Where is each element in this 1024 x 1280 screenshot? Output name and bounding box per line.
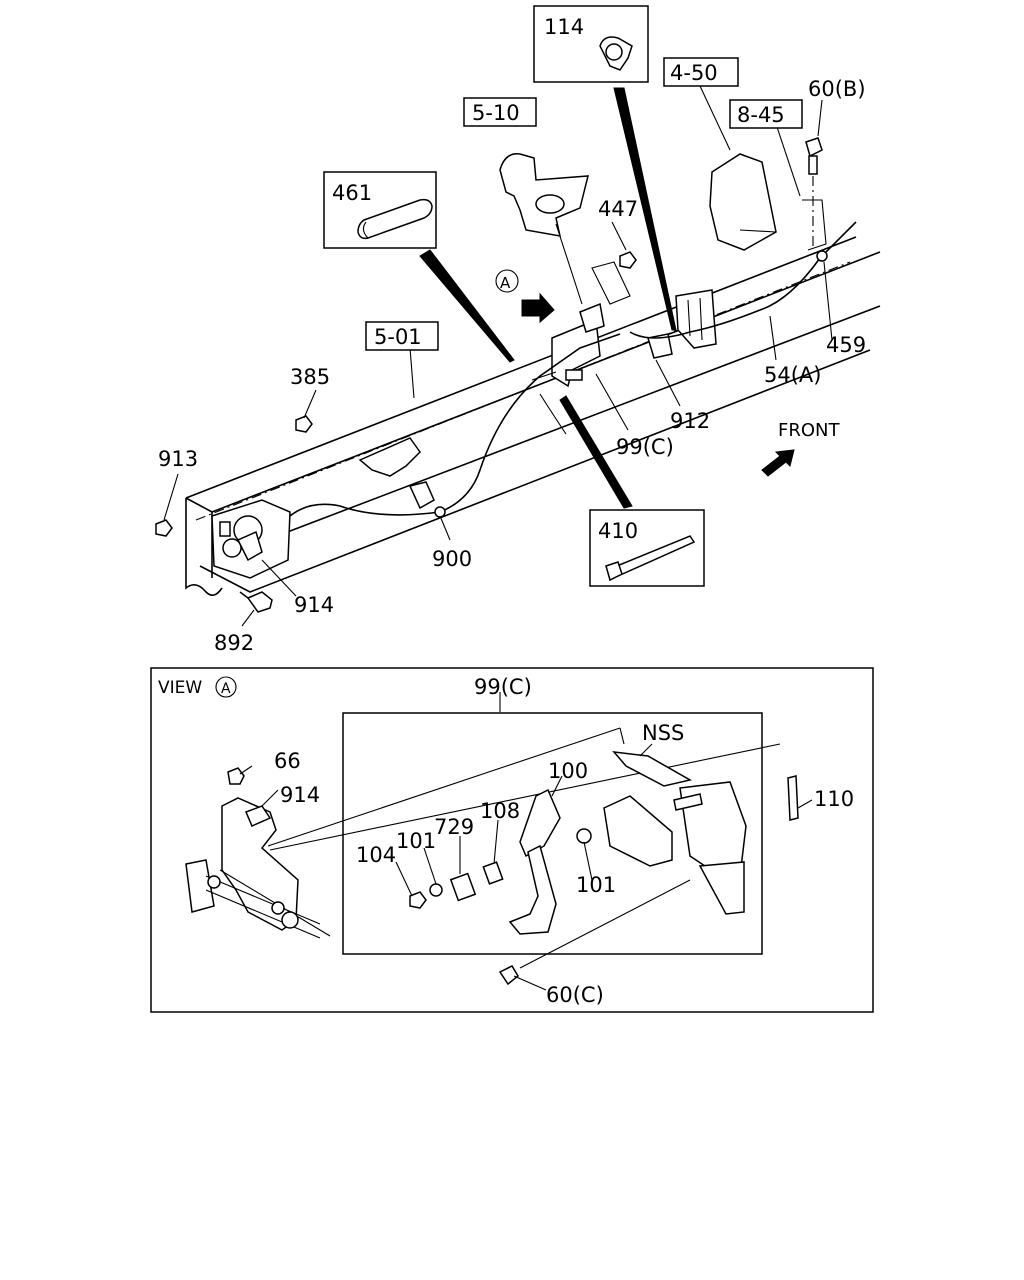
label-5-10: 5-10 [472, 101, 520, 125]
ref-box-5-10 [463, 97, 537, 127]
label-100: 100 [548, 759, 588, 783]
label-410: 410 [598, 519, 638, 543]
label-447: 447 [598, 197, 638, 221]
label-101-right: 101 [576, 873, 616, 897]
label-104: 104 [356, 843, 396, 867]
detail-pointers [419, 87, 677, 509]
view-a-title: VIEW [158, 678, 202, 698]
label-459: 459 [826, 333, 866, 357]
label-101-left: 101 [396, 829, 436, 853]
view-a-panel: VIEW A [150, 667, 874, 1013]
label-912: 912 [670, 409, 710, 433]
detail-410 [589, 509, 705, 587]
label-461: 461 [332, 181, 372, 205]
label-900: 900 [432, 547, 472, 571]
view-a-arrow [495, 269, 555, 324]
ref-box-8-45 [729, 99, 803, 129]
label-60c: 60(C) [546, 983, 604, 1007]
label-99c-upper: 99(C) [616, 435, 674, 459]
front-arrow-icon [761, 449, 795, 477]
label-front: FRONT [778, 420, 840, 441]
label-892: 892 [214, 631, 254, 655]
view-a-title-letter: A [221, 681, 231, 697]
label-914-view: 914 [280, 783, 320, 807]
label-99c-view: 99(C) [474, 675, 532, 699]
bracket-99c [551, 302, 605, 388]
label-66: 66 [274, 749, 301, 773]
label-nss: NSS [642, 721, 684, 745]
ref-box-4-50 [663, 57, 739, 87]
ref-box-5-01 [365, 321, 439, 351]
frame-rail-assembly [155, 137, 881, 613]
label-54a: 54(A) [764, 363, 821, 387]
label-view-a-circle: A [500, 274, 511, 292]
label-914-upper: 914 [294, 593, 334, 617]
lever-housing-914 [211, 499, 291, 579]
detail-114 [533, 5, 649, 83]
label-108: 108 [480, 799, 520, 823]
label-729: 729 [434, 815, 474, 839]
label-385: 385 [290, 365, 330, 389]
label-5-01: 5-01 [374, 325, 422, 349]
upper-labels: 114 4-50 5-10 8-45 60(B) 461 447 A 5-01 … [158, 15, 866, 655]
label-913: 913 [158, 447, 198, 471]
label-60b: 60(B) [808, 77, 866, 101]
label-8-45: 8-45 [737, 103, 785, 127]
detail-461 [323, 171, 437, 249]
view-a-title-circle [215, 676, 237, 698]
label-110: 110 [814, 787, 854, 811]
label-114: 114 [544, 15, 584, 39]
label-4-50: 4-50 [670, 61, 718, 85]
